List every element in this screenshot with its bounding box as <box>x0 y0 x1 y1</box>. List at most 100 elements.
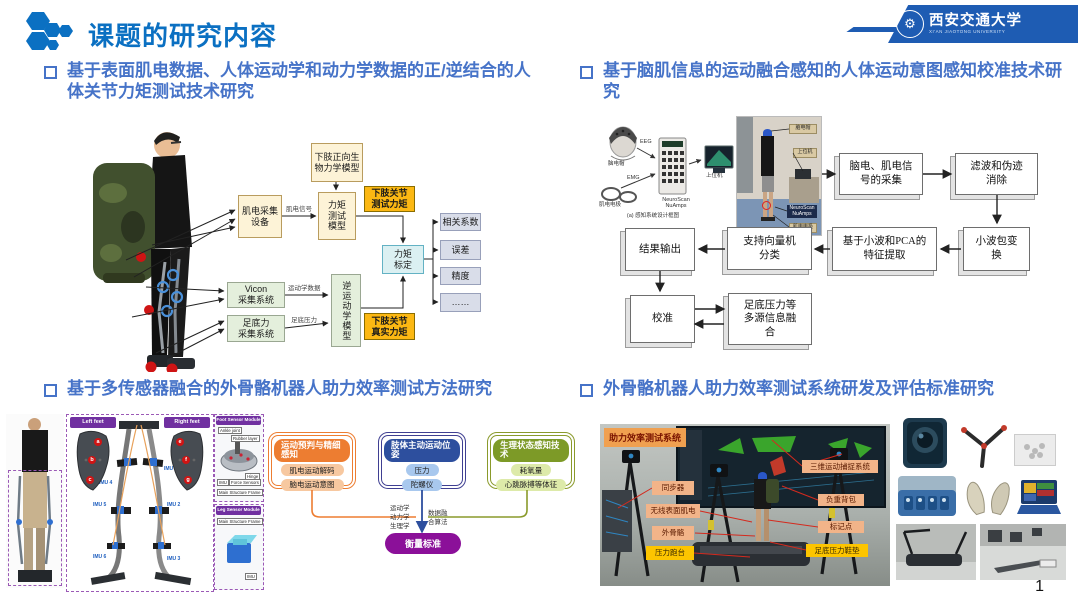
q3-title: 基于多传感器融合的外骨骼机器人助力效率测试方法研究 <box>67 379 492 398</box>
imu-label: IMU 5 <box>93 502 107 508</box>
flow-box-output-etc: …… <box>440 293 481 312</box>
person-cap <box>763 129 772 136</box>
person-leg <box>764 509 769 541</box>
group-item: 心跳脉搏等体征 <box>495 478 567 491</box>
group-item: 陀螺仪 <box>401 478 443 491</box>
photo-label-eeg-cap: 脑电帽 <box>789 124 817 134</box>
square-bullet-icon <box>44 66 57 79</box>
group-limb-pose: 肢体主动运动位姿 压力 陀螺仪 <box>378 432 466 491</box>
group-inner: 生理状态感知技术 耗氧量 心跳脉搏等体征 <box>490 435 572 491</box>
label-force-sensors: Force Sensors <box>229 479 261 487</box>
flow-box-torque-model: 力矩 测试 模型 <box>318 192 356 240</box>
label-main-frame: Main Structure Frame <box>217 518 263 526</box>
flow-box-feature: 基于小波和PCA的 特征提取 <box>832 227 937 271</box>
markers-graphic <box>1024 443 1045 459</box>
callout-exoskeleton: 外骨骼 <box>652 526 694 540</box>
exoskeleton-subject-photo <box>6 414 64 588</box>
callout-pressure-treadmill: 压力跑台 <box>646 546 694 560</box>
flow-box-test-torque: 下肢关节 测试力矩 <box>364 186 415 212</box>
flow-box-true-torque: 下肢关节 真实力矩 <box>364 313 415 340</box>
right-feet-header: Right feet <box>164 417 210 428</box>
edge-label-emg-signal: 肌电信号 <box>286 206 312 214</box>
flow-box-svm: 支持向量机 分类 <box>727 227 812 270</box>
markers-pack-image <box>1014 434 1056 466</box>
person-pants <box>23 472 47 528</box>
q2-flow-arrows <box>655 169 1002 329</box>
page-number: 1 <box>1035 578 1044 595</box>
walkway-graphic <box>980 524 1066 580</box>
group-inner: 肢体主动运动位姿 压力 陀螺仪 <box>381 435 463 491</box>
left-feet-header: Left feet <box>70 417 116 428</box>
flow-box-inverse-model: 逆运动学模型 <box>331 274 361 347</box>
sensor-point: a <box>94 438 102 446</box>
person-leg <box>756 509 761 541</box>
label-imu: IMU <box>217 479 229 487</box>
calibration-wand-image <box>958 420 1010 468</box>
person-leg <box>769 192 773 218</box>
flow-box-filter: 滤波和伪迹 消除 <box>955 153 1038 195</box>
imu-label: IMU 2 <box>167 502 181 508</box>
university-name-block: 西安交通大学 XI'AN JIAOTONG UNIVERSITY <box>929 13 1022 35</box>
schematic-emg-electrode-label: 肌电电极 <box>599 202 622 208</box>
exo-frame-lines <box>16 475 53 565</box>
mocap-camera-image <box>897 416 953 470</box>
schematic-device-label: NeuroScan NuAmps <box>662 197 690 209</box>
flow-box-wavelet: 小波包变 换 <box>963 227 1030 271</box>
foot-module-header: Foot Sensor Module <box>216 416 261 425</box>
square-bullet-icon <box>580 66 593 79</box>
photo-title-label: 助力效率测试系统 <box>604 428 686 447</box>
flow-box-bio-model: 下肢正向生 物力学模型 <box>311 143 363 182</box>
laptop-graphic <box>1017 480 1061 514</box>
label-imu: IMU <box>245 573 257 581</box>
callout-weighted-backpack: 负重背包 <box>818 494 864 506</box>
group-motion-perception: 运动预判与精细感知 肌电运动解码 脑电运动意图 <box>268 432 356 491</box>
q1-flow-arrows <box>125 182 439 359</box>
person-shorts <box>762 176 774 192</box>
q1-title: 基于表面肌电数据、人体运动学和动力学数据的正/逆结合的人体关节力矩测试技术研究 <box>67 61 531 102</box>
imu-label: IMU 1 <box>164 466 178 472</box>
wand-graphic <box>961 425 1007 468</box>
imu-label: IMU 3 <box>167 556 181 562</box>
callout-synchronizer: 同步器 <box>652 481 694 495</box>
sensor-point: f <box>182 456 190 464</box>
hexagon-cluster-icon <box>26 12 73 50</box>
label-main-frame: Main Structure Frame <box>217 489 263 497</box>
q2-title: 基于脑肌信息的运动融合感知的人体运动意图感知校准技术研究 <box>603 61 1062 102</box>
result-box: 衡量标准 <box>385 533 461 554</box>
group-item: 脑电运动意图 <box>280 478 344 491</box>
photo-label-host: 上位机 <box>793 148 817 158</box>
desk <box>789 177 819 203</box>
treadmill-room-image <box>896 524 976 580</box>
converge-right-label: 数据融 合算法 <box>428 510 448 526</box>
university-logo: ⚙ 西安交通大学 XI'AN JIAOTONG UNIVERSITY <box>896 7 1072 41</box>
q4-title: 外骨骼机器人助力效率测试系统研发及评估标准研究 <box>603 379 994 398</box>
schematic-eeg-cap-label: 脑电帽 <box>608 161 625 167</box>
sensor-point: c <box>86 476 94 484</box>
sensor-point: b <box>88 456 96 464</box>
person-shoes <box>761 217 775 221</box>
flow-box-calibrate: 校准 <box>630 295 695 343</box>
foot-module-sketch <box>220 442 258 472</box>
group-item: 肌电运动解码 <box>280 464 344 477</box>
edge-label-kinematics: 运动学数据 <box>288 285 321 293</box>
person-torso <box>22 430 48 472</box>
square-bullet-icon <box>580 384 593 397</box>
flow-box-calibration: 力矩 标定 <box>382 245 424 274</box>
person-leg <box>36 528 45 572</box>
callout-pressure-insole: 足底压力鞋垫 <box>806 544 868 557</box>
flow-box-vicon: Vicon 采集系统 <box>227 282 285 308</box>
emg-kit-image <box>896 474 958 518</box>
flow-box-output-precision: 精度 <box>440 267 481 285</box>
left-insole-figure: a b c <box>72 430 114 494</box>
person-head <box>28 418 41 431</box>
leg-sensor-module-panel: Leg Sensor Module Main Structure Frame I… <box>214 504 264 590</box>
sensor-point: e <box>176 438 184 446</box>
dashed-roi-box <box>8 470 62 586</box>
q3-converge-lines <box>311 490 528 534</box>
pressure-laptop-image <box>1013 478 1065 518</box>
flow-box-acquire: 脑电、肌电信 号的采集 <box>839 153 923 195</box>
group-physiology: 生理状态感知技术 耗氧量 心跳脉搏等体征 <box>487 432 575 491</box>
exo-boots <box>18 570 52 582</box>
banner-tail-stripe <box>846 27 904 32</box>
